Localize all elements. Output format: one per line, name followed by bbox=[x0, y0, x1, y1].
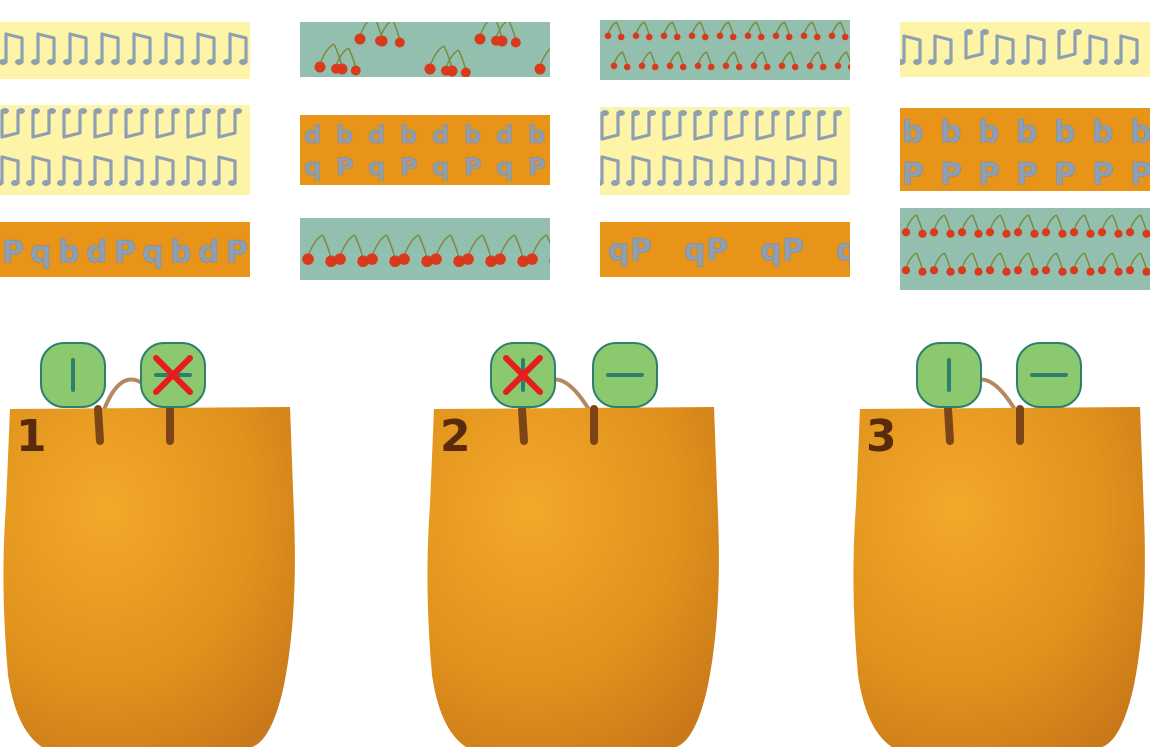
svg-text:b: b bbox=[336, 121, 353, 149]
svg-text:P: P bbox=[940, 157, 962, 191]
svg-text:d: d bbox=[304, 121, 321, 149]
svg-text:b: b bbox=[58, 235, 79, 270]
bag-1[interactable]: 1 bbox=[2, 377, 298, 747]
svg-text:q: q bbox=[496, 153, 513, 181]
music-notes-pattern bbox=[0, 22, 250, 79]
vertical-line-icon bbox=[947, 358, 951, 392]
svg-text:b: b bbox=[400, 121, 417, 149]
pattern-strip-10[interactable] bbox=[300, 218, 550, 280]
pattern-strip-1[interactable] bbox=[0, 22, 250, 79]
svg-text:q: q bbox=[608, 233, 629, 268]
cherries-pattern bbox=[900, 208, 1150, 290]
svg-text:P: P bbox=[528, 153, 546, 181]
pattern-strip-4[interactable] bbox=[900, 22, 1150, 77]
bag-3-vertical-tag[interactable] bbox=[916, 342, 982, 408]
bag-number: 1 bbox=[16, 411, 47, 462]
svg-text:b: b bbox=[902, 115, 923, 150]
pattern-strip-3[interactable] bbox=[600, 20, 850, 80]
svg-text:b: b bbox=[170, 235, 191, 270]
svg-text:b: b bbox=[940, 115, 961, 150]
svg-text:b: b bbox=[464, 121, 481, 149]
cherries-pattern bbox=[600, 20, 850, 80]
horizontal-line-icon bbox=[153, 355, 193, 395]
svg-text:q: q bbox=[30, 235, 51, 270]
svg-text:d: d bbox=[368, 121, 385, 149]
svg-text:P: P bbox=[1130, 157, 1150, 191]
svg-text:q: q bbox=[432, 153, 449, 181]
horizontal-line-icon bbox=[606, 373, 644, 377]
bag-2-vertical-tag[interactable] bbox=[490, 342, 556, 408]
svg-text:q: q bbox=[142, 235, 163, 270]
pattern-strip-11[interactable]: qPqPqPqP bbox=[600, 222, 850, 277]
cherries-pattern bbox=[300, 22, 550, 77]
svg-text:P: P bbox=[464, 153, 482, 181]
music-notes-pattern bbox=[0, 105, 250, 195]
svg-text:q: q bbox=[304, 153, 321, 181]
svg-text:q: q bbox=[684, 233, 705, 268]
svg-text:b: b bbox=[1016, 115, 1037, 150]
vertical-line-icon bbox=[71, 358, 75, 392]
svg-text:b: b bbox=[978, 115, 999, 150]
svg-text:P: P bbox=[630, 233, 652, 268]
music-notes-pattern bbox=[600, 107, 850, 195]
svg-text:P: P bbox=[114, 235, 136, 270]
svg-text:q: q bbox=[760, 233, 781, 268]
svg-text:P: P bbox=[902, 157, 924, 191]
bag-3[interactable]: 3 bbox=[852, 377, 1148, 747]
bag-3-horizontal-tag[interactable] bbox=[1016, 342, 1082, 408]
pattern-strip-7[interactable] bbox=[600, 107, 850, 195]
horizontal-line-icon bbox=[1030, 373, 1068, 377]
svg-text:d: d bbox=[86, 235, 107, 270]
svg-text:q: q bbox=[836, 233, 850, 268]
letters-pattern: qPqPqPqP bbox=[600, 222, 850, 277]
svg-text:P: P bbox=[226, 235, 248, 270]
bag-body bbox=[3, 377, 295, 747]
svg-text:d: d bbox=[198, 235, 219, 270]
bag-number: 2 bbox=[440, 411, 471, 462]
bag-2-horizontal-tag[interactable] bbox=[592, 342, 658, 408]
svg-text:d: d bbox=[496, 121, 513, 149]
svg-text:P: P bbox=[1092, 157, 1114, 191]
pattern-strip-12[interactable] bbox=[900, 208, 1150, 290]
svg-text:P: P bbox=[2, 235, 24, 270]
cross-mark-icon bbox=[503, 355, 543, 395]
svg-text:b: b bbox=[1092, 115, 1113, 150]
svg-text:b: b bbox=[1130, 115, 1150, 150]
pattern-strip-5[interactable] bbox=[0, 105, 250, 195]
svg-text:P: P bbox=[978, 157, 1000, 191]
music-notes-pattern bbox=[900, 22, 1150, 77]
vertical-line-icon bbox=[503, 355, 543, 395]
bag-2[interactable]: 2 bbox=[426, 377, 722, 747]
cross-mark-icon bbox=[153, 355, 193, 395]
svg-text:b: b bbox=[528, 121, 545, 149]
svg-text:P: P bbox=[336, 153, 354, 181]
svg-text:P: P bbox=[1054, 157, 1076, 191]
bag-1-horizontal-tag[interactable] bbox=[140, 342, 206, 408]
svg-text:P: P bbox=[782, 233, 804, 268]
svg-text:q: q bbox=[368, 153, 385, 181]
bag-number: 3 bbox=[866, 411, 897, 462]
cherries-pattern bbox=[300, 218, 550, 280]
svg-text:b: b bbox=[1054, 115, 1075, 150]
svg-text:d: d bbox=[432, 121, 449, 149]
svg-text:P: P bbox=[400, 153, 418, 181]
bag-1-vertical-tag[interactable] bbox=[40, 342, 106, 408]
svg-text:P: P bbox=[706, 233, 728, 268]
svg-text:P: P bbox=[1016, 157, 1038, 191]
pattern-strip-2[interactable] bbox=[300, 22, 550, 77]
